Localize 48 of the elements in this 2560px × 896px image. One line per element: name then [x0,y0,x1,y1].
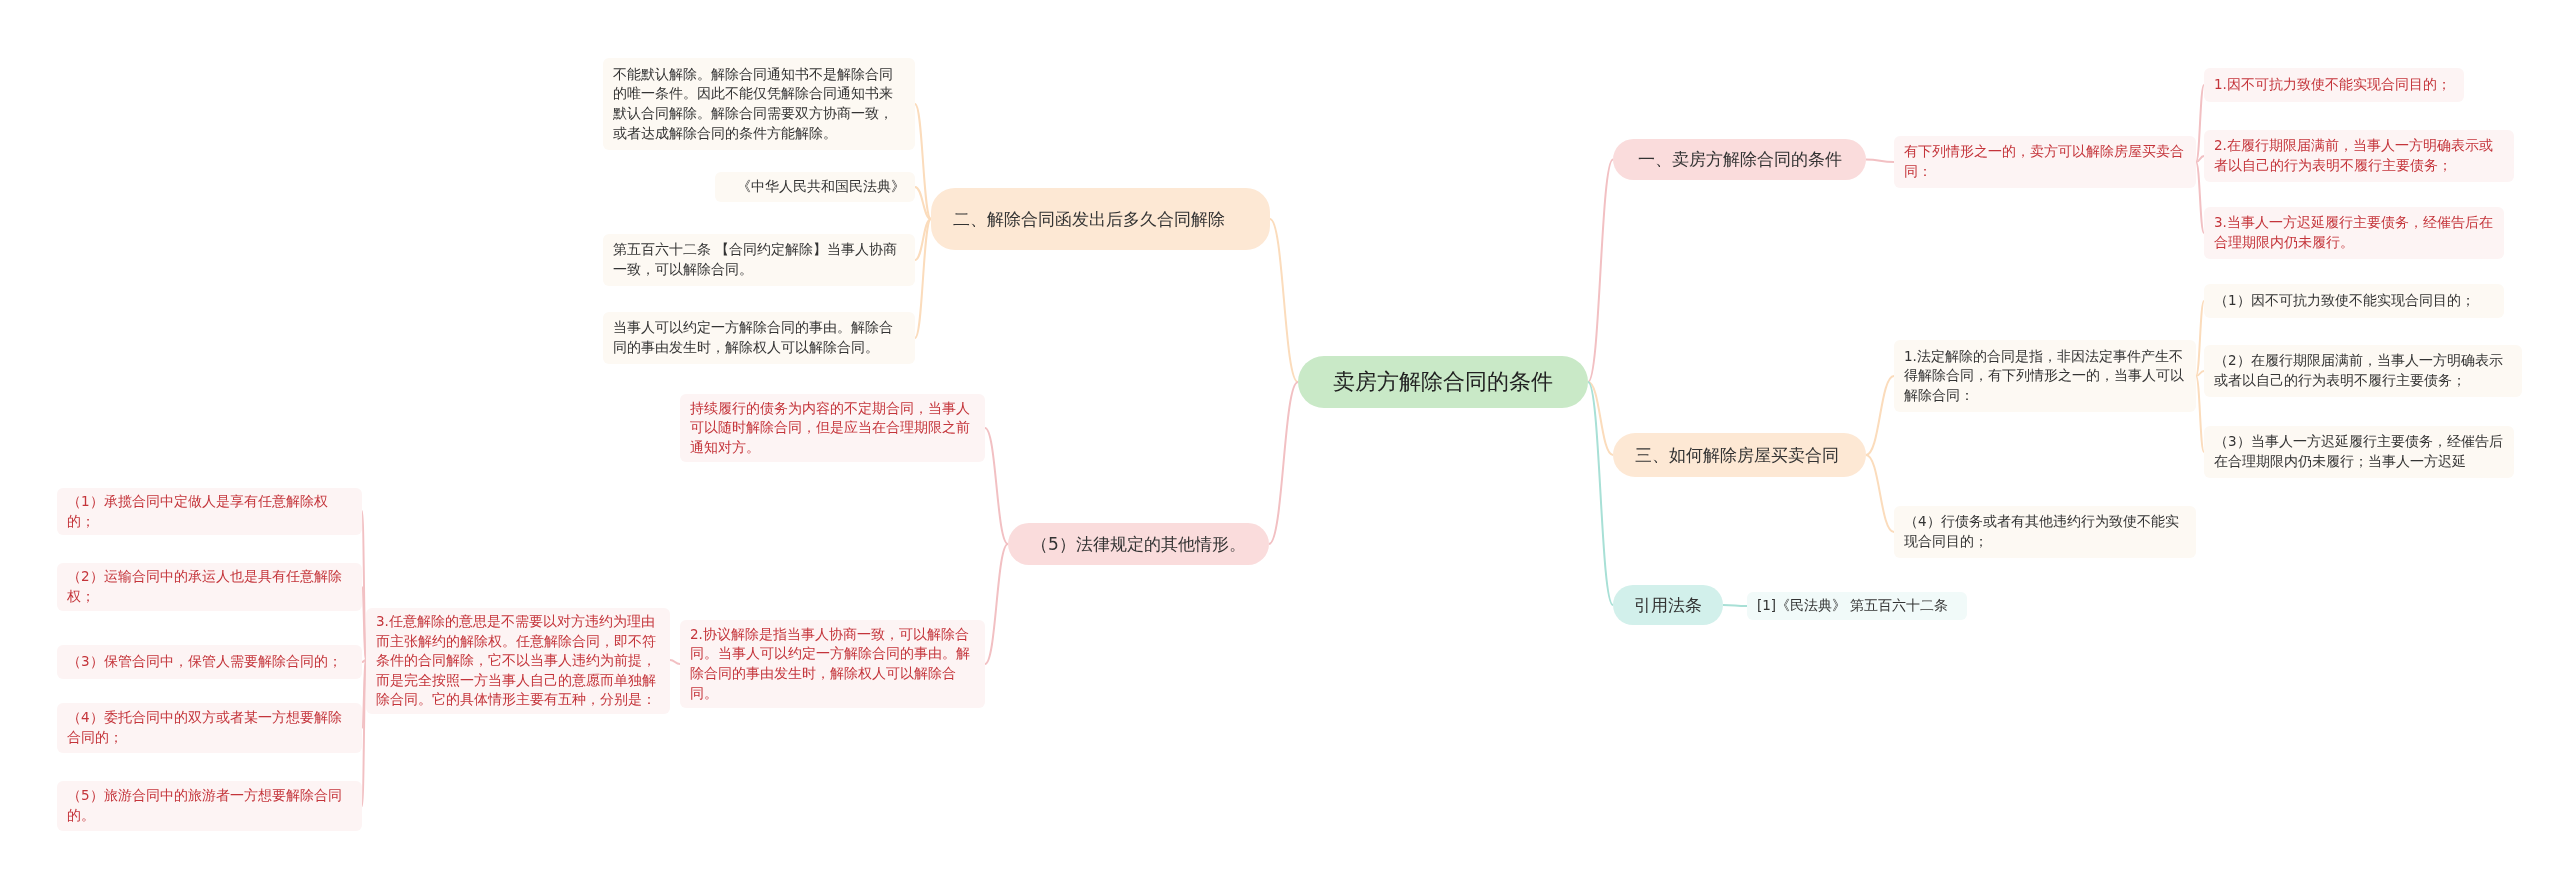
connector-line [669,659,681,665]
topic-note: 3.当事人一方迟延履行主要债务，经催告后在合理期限内仍未履行。 [2204,207,2504,259]
topic-note: （3）保管合同中，保管人需要解除合同的； [57,645,362,679]
topic-note: （2）在履行期限届满前，当事人一方明确表示或者以自己的行为表明不履行主要债务； [2204,345,2522,397]
topic-note: 3.任意解除的意思是不需要以对方违约为理由而主张解约的解除权。任意解除合同，即不符条件的合同解除，它不以当事人违约为前提，而是完全按照一方当事人自己的意愿而单独解除合同。它的具体情形主要有五种，分别是： [366,608,670,714]
connector-line [984,543,1009,665]
topic-note: 1.因不可抗力致使不能实现合同目的； [2204,68,2464,102]
topic-note: 有下列情形之一的，卖方可以解除房屋买卖合同： [1894,136,2196,188]
topic-note: （1）承揽合同中定做人是享有任意解除权的； [57,488,362,536]
topic-note: 不能默认解除。解除合同通知书不是解除合同的唯一条件。因此不能仅凭解除合同通知书来默认合同解除。解除合同需要双方协商一致，或者达成解除合同的条件方能解除。 [603,58,915,150]
topic-note: 2.协议解除是指当事人协商一致，可以解除合同。当事人可以约定一方解除合同的事由。解除合同的事由发生时，解除权人可以解除合同。 [680,620,985,708]
branch-topic: （5）法律规定的其他情形。 [1008,523,1269,565]
connector-line [1268,381,1299,545]
connector-line [914,218,932,261]
connector-line [1587,381,1614,606]
connector-line [2195,300,2205,377]
topic-note: 持续履行的债务为内容的不定期合同，当事人可以随时解除合同，但是应当在合理期限之前通知对方。 [680,394,985,462]
connector-line [1269,218,1299,383]
branch-topic: 一、卖房方解除合同的条件 [1613,139,1866,180]
connector-line [914,103,932,220]
topic-note: 1.法定解除的合同是指，非因法定事件产生不得解除合同，有下列情形之一的，当事人可以解除合同： [1894,340,2196,412]
connector-line [1865,375,1895,456]
topic-note: （2）运输合同中的承运人也是具有任意解除权； [57,563,362,611]
branch-topic: 二、解除合同函发出后多久合同解除 [931,188,1270,250]
connector-line [1865,158,1895,163]
connector-line [2195,84,2205,163]
topic-note: （3）当事人一方迟延履行主要债务，经催告后在合理期限内仍未履行；当事人一方迟延 [2204,426,2514,478]
connector-line [984,427,1009,545]
topic-note: （4）行债务或者有其他违约行为致使不能实现合同目的； [1894,506,2196,558]
connector-line [1722,604,1748,607]
connector-line [1587,158,1614,383]
topic-note: （4）委托合同中的双方或者某一方想要解除合同的； [57,703,362,753]
central-topic: 卖房方解除合同的条件 [1298,356,1588,408]
connector-line [1587,381,1614,456]
connector-line [2195,161,2205,234]
connector-line [1865,454,1895,533]
connector-line [2195,375,2205,453]
branch-topic: 引用法条 [1613,585,1723,625]
topic-note: 当事人可以约定一方解除合同的事由。解除合同的事由发生时，解除权人可以解除合同。 [603,312,915,364]
topic-note: （5）旅游合同中的旅游者一方想要解除合同的。 [57,781,362,831]
connector-line [914,186,932,220]
topic-note: [1]《民法典》 第五百六十二条 [1747,592,1967,620]
connector-line [914,218,932,339]
topic-note: 第五百六十二条 【合同约定解除】当事人协商一致，可以解除合同。 [603,234,915,286]
topic-note: 《中华人民共和国民法典》 [715,172,915,202]
topic-note: 2.在履行期限届满前，当事人一方明确表示或者以自己的行为表明不履行主要债务； [2204,130,2514,182]
branch-topic: 三、如何解除房屋买卖合同 [1613,433,1866,477]
topic-note: （1）因不可抗力致使不能实现合同目的； [2204,284,2504,318]
